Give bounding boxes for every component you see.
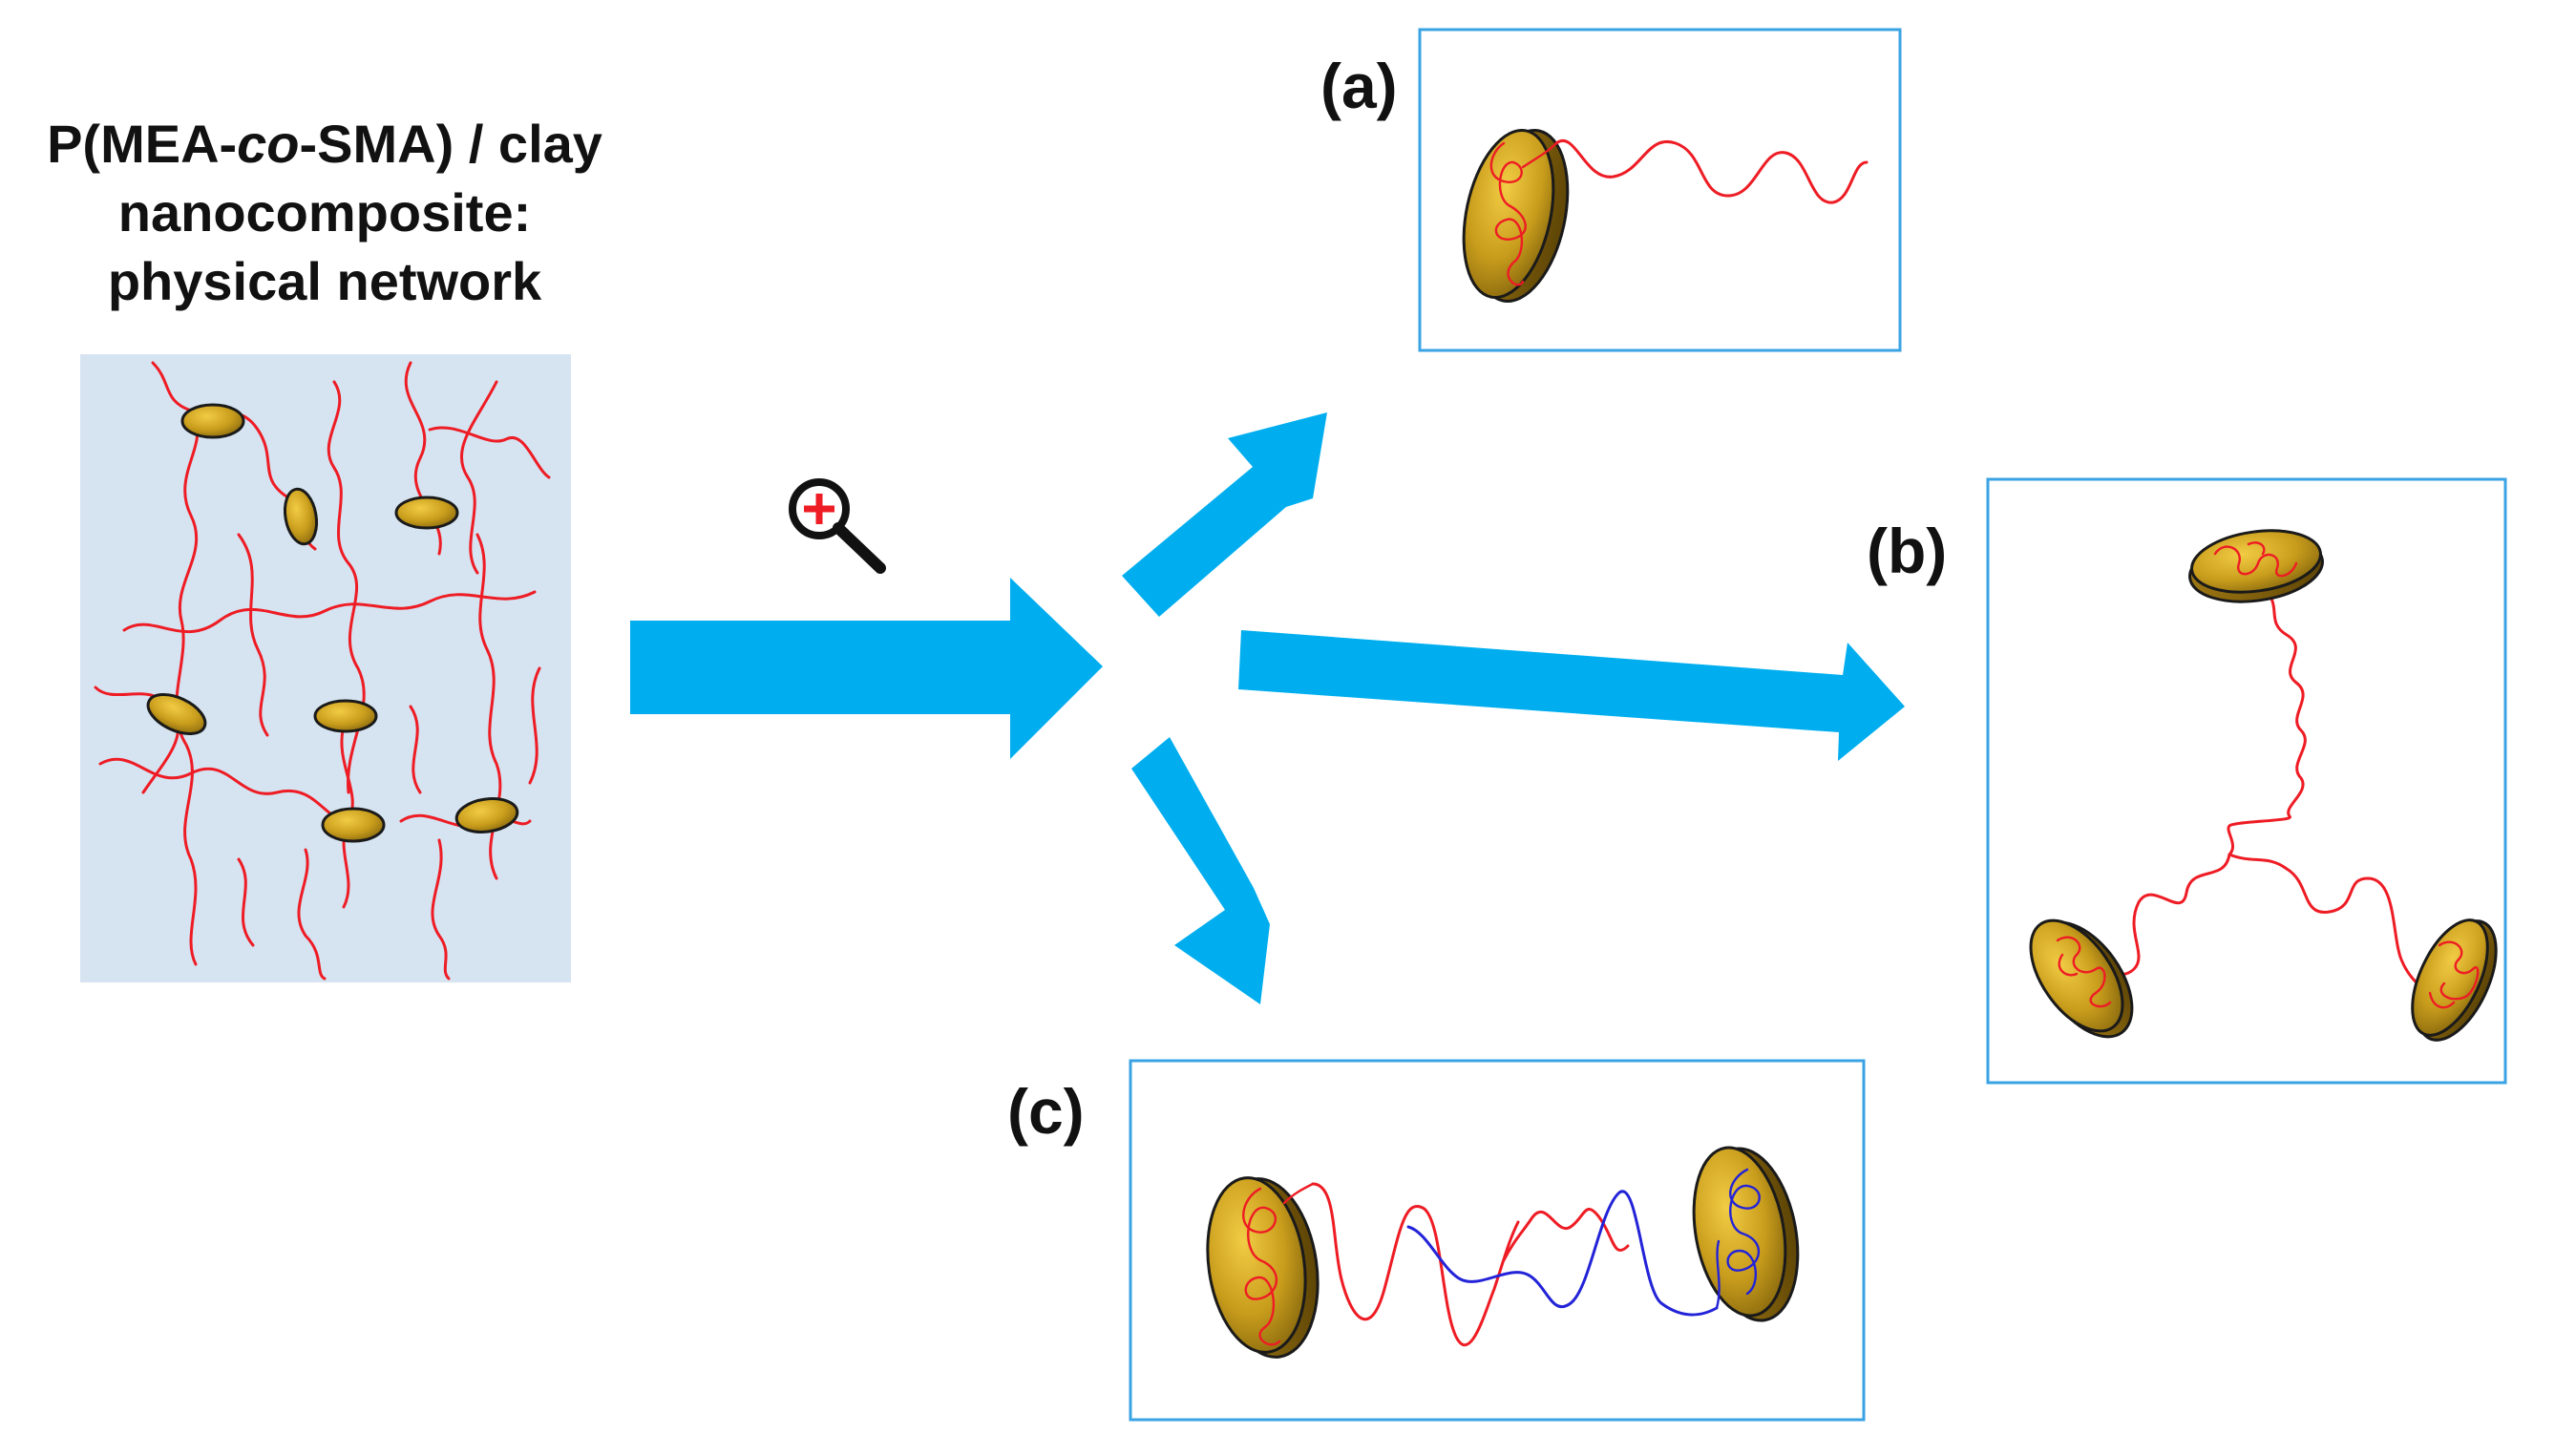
network-background (80, 354, 571, 982)
clay-platelet (454, 797, 519, 834)
panel-b-label: (b) (1867, 516, 1947, 586)
panel-c-label: (c) (1007, 1076, 1085, 1147)
clay-platelet (394, 496, 459, 530)
title-block: P(MEA-co-SMA) / clay nanocomposite: phys… (47, 114, 602, 311)
clay-platelet (321, 807, 386, 843)
panel-c: (c) (1007, 1059, 1866, 1422)
clay-platelet (283, 487, 319, 546)
arrow-to-panel-a (1122, 412, 1327, 617)
clay-platelet (313, 699, 378, 733)
bridging-chains-between-platelets (1206, 1146, 1800, 1359)
arrows (630, 412, 1905, 1004)
panel-a-frame (1418, 28, 1902, 352)
arrow-to-panel-c (1131, 737, 1270, 1004)
title-line-3: physical network (108, 251, 542, 311)
arrow-to-panel-b (1238, 630, 1905, 761)
panel-b-frame (1986, 477, 2507, 1085)
panel-a-label: (a) (1320, 51, 1398, 121)
title-line-2: nanocomposite: (118, 182, 531, 243)
clay-platelet-with-chain (1462, 128, 1869, 304)
main-arrow (630, 578, 1103, 759)
three-arm-star-polymer (2029, 529, 2498, 1042)
panel-a: (a) (1320, 28, 1902, 352)
panel-b: (b) (1867, 477, 2507, 1085)
clay-platelet (146, 692, 207, 736)
clay-platelets (146, 403, 519, 843)
panel-c-frame (1129, 1059, 1866, 1422)
physical-network-illustration (80, 354, 571, 982)
clay-platelet (180, 403, 245, 439)
zoom-in-magnifier-icon (789, 478, 886, 574)
title-line-1: P(MEA-co-SMA) / clay (47, 114, 602, 174)
